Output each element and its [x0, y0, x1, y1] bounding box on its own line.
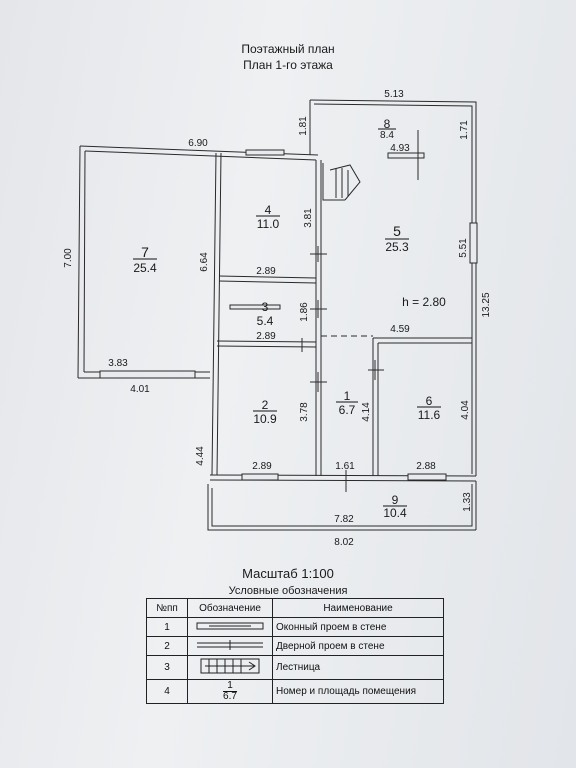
- legend-row-name: Дверной проем в стене: [272, 636, 444, 656]
- dim-3-81: 3.81: [303, 208, 314, 228]
- legend-row: 1 Оконный проем в стене: [146, 617, 444, 637]
- door-symbol-icon: [197, 639, 263, 650]
- ceiling-height: h = 2.80: [402, 295, 446, 309]
- dim-4-14: 4.14: [361, 402, 372, 422]
- room-5-number: 5: [393, 223, 401, 239]
- floor-plan: 8 8.4 7 25.4 4 11.0 5 25.3 3 5.4 2 10.9 …: [63, 89, 492, 548]
- dim-7-82: 7.82: [334, 514, 354, 525]
- legend-row-num: 2: [146, 636, 188, 656]
- room-2-area: 10.9: [253, 412, 277, 426]
- room-label-symbol: 1 6.7: [187, 679, 273, 704]
- room-4-number: 4: [265, 203, 272, 217]
- window-symbol-icon: [196, 622, 264, 629]
- room-9-number: 9: [392, 493, 399, 507]
- dim-1-71: 1.71: [459, 120, 470, 140]
- legend-header-symbol: Обозначение: [187, 598, 273, 618]
- room-6-number: 6: [426, 394, 433, 408]
- dim-2-89-c: 2.89: [252, 461, 272, 472]
- dim-1-61: 1.61: [335, 461, 355, 472]
- dim-1-86: 1.86: [299, 302, 310, 322]
- room-8-number: 8: [384, 117, 391, 131]
- legend-row-name: Оконный проем в стене: [272, 617, 444, 637]
- room-6-area: 11.6: [418, 408, 441, 422]
- legend-header-row: №пп Обозначение Наименование: [146, 598, 444, 618]
- dim-4-44: 4.44: [195, 446, 206, 466]
- room-label-symbol-area: 6.7: [223, 691, 237, 702]
- plan-subtitle: План 1-го этажа: [243, 58, 333, 72]
- legend-row: 3 Лестница: [146, 655, 444, 680]
- plan-title: Поэтажный план: [241, 42, 335, 56]
- dim-3-78: 3.78: [299, 402, 310, 422]
- window-symbol: [187, 617, 273, 637]
- dim-6-64: 6.64: [199, 252, 210, 272]
- door-symbol: [187, 636, 273, 656]
- legend-table: №пп Обозначение Наименование 1 Оконный п…: [146, 598, 444, 704]
- dim-4-01: 4.01: [130, 384, 150, 395]
- dim-6-90: 6.90: [188, 138, 208, 149]
- room-3-number: 3: [262, 300, 269, 314]
- room-label-symbol-number: 1: [223, 681, 237, 692]
- room-4-area: 11.0: [257, 217, 280, 231]
- stairs-symbol-icon: [200, 658, 260, 674]
- legend-row-num: 1: [146, 617, 188, 637]
- legend-row-name: Номер и площадь помещения: [272, 679, 444, 704]
- dim-1-81: 1.81: [298, 116, 309, 136]
- legend-row-num: 3: [146, 655, 188, 680]
- room-3-area: 5.4: [257, 314, 274, 328]
- dim-5-51: 5.51: [458, 238, 469, 258]
- room-label-fraction: 1 6.7: [223, 681, 237, 702]
- dim-8-02: 8.02: [334, 537, 354, 548]
- dim-1-33: 1.33: [462, 492, 473, 512]
- dim-4-93: 4.93: [390, 143, 410, 154]
- room-8-area: 8.4: [380, 130, 394, 141]
- dim-7-00: 7.00: [63, 248, 74, 268]
- dim-4-04: 4.04: [460, 400, 471, 420]
- dim-5-13: 5.13: [384, 89, 404, 100]
- legend-row: 2 Дверной проем в стене: [146, 636, 444, 656]
- dim-2-89-a: 2.89: [256, 266, 276, 277]
- legend-header-num: №пп: [146, 598, 188, 618]
- room-1-number: 1: [344, 389, 351, 403]
- dim-4-59: 4.59: [390, 324, 410, 335]
- room-5-area: 25.3: [385, 240, 409, 254]
- room-7-area: 25.4: [133, 261, 157, 275]
- stairs-symbol: [187, 655, 273, 680]
- dim-3-83: 3.83: [108, 358, 128, 369]
- dim-13-25: 13.25: [481, 292, 492, 317]
- legend-header-name: Наименование: [272, 598, 444, 618]
- room-9-area: 10.4: [383, 506, 407, 520]
- room-7-number: 7: [141, 244, 149, 260]
- scale-label: Масштаб 1:100: [242, 566, 334, 581]
- dim-2-88: 2.88: [416, 461, 436, 472]
- legend-row-num: 4: [146, 679, 188, 704]
- dim-2-89-b: 2.89: [256, 331, 276, 342]
- legend-title: Условные обозначения: [228, 585, 348, 597]
- room-1-area: 6.7: [339, 403, 356, 417]
- legend-row-name: Лестница: [272, 655, 444, 680]
- legend-row: 4 1 6.7 Номер и площадь помещения: [146, 679, 444, 704]
- room-2-number: 2: [262, 398, 269, 412]
